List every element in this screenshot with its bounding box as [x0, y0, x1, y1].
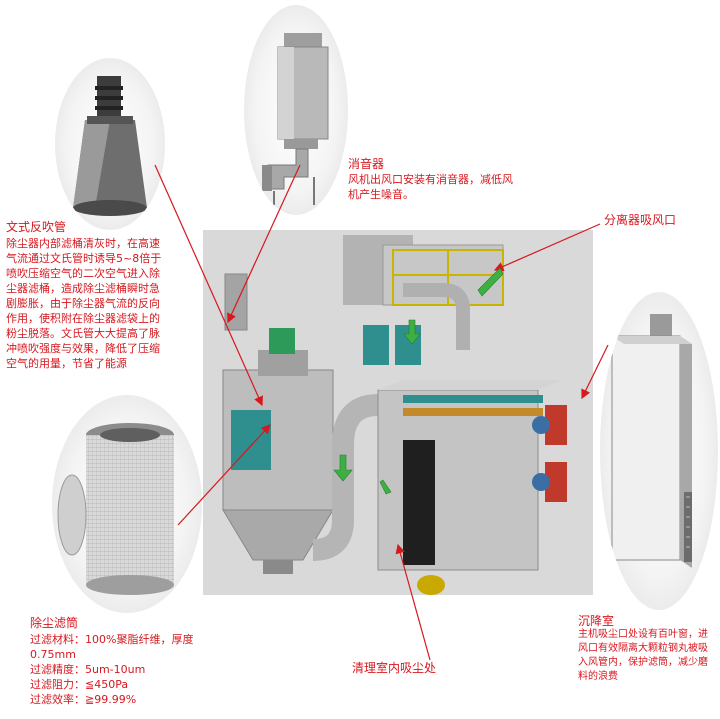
venturi-description: 除尘器内部滤桶清灰时，在高速 气流通过文氏管时诱导5~8倍于 喷吹压缩空气的二次… — [6, 237, 162, 370]
silencer-icon — [262, 33, 329, 205]
settling-chamber-description: 主机吸尘口处设有百叶窗，进 风口有效隔离大颗粒钢丸被吸 入风管内，保护滤筒，减少… — [578, 629, 708, 682]
filter-spec-efficiency: 过滤效率：≧99.99% — [30, 693, 137, 706]
settling-chamber-title: 沉降室 — [578, 614, 615, 628]
separator-inlet-title: 分离器吸风口 — [604, 213, 677, 227]
filter-specs: 过滤材料：100%聚脂纤维，厚度 0.75mm 过滤精度：5um-10um 过滤… — [30, 632, 230, 707]
silencer-title: 消音器 — [348, 157, 385, 171]
settling-chamber-icon — [611, 314, 692, 568]
settling-oval — [600, 292, 718, 610]
silencer-oval — [244, 5, 348, 215]
venturi-oval — [55, 58, 165, 230]
filter-spec-material: 过滤材料：100%聚脂纤维，厚度 — [30, 633, 194, 646]
filter-spec-precision: 过滤精度：5um-10um — [30, 663, 146, 676]
cleaning-room-title: 清理室内吸尘处 — [352, 661, 437, 675]
filter-spec-thickness: 0.75mm — [30, 648, 76, 661]
venturi-title: 文式反吹管 — [6, 220, 67, 234]
filter-title: 除尘滤筒 — [30, 616, 79, 630]
filter-spec-resistance: 过滤阻力：≦450Pa — [30, 678, 129, 691]
flow-arrow-icon — [333, 267, 504, 495]
filter-oval — [52, 395, 202, 613]
shot-blast-machine-scene — [203, 230, 593, 595]
filter-cartridge-icon — [57, 423, 174, 595]
venturi-tube-icon — [73, 76, 147, 216]
silencer-description: 风机出风口安装有消音器，减低风 机产生噪音。 — [348, 173, 513, 201]
